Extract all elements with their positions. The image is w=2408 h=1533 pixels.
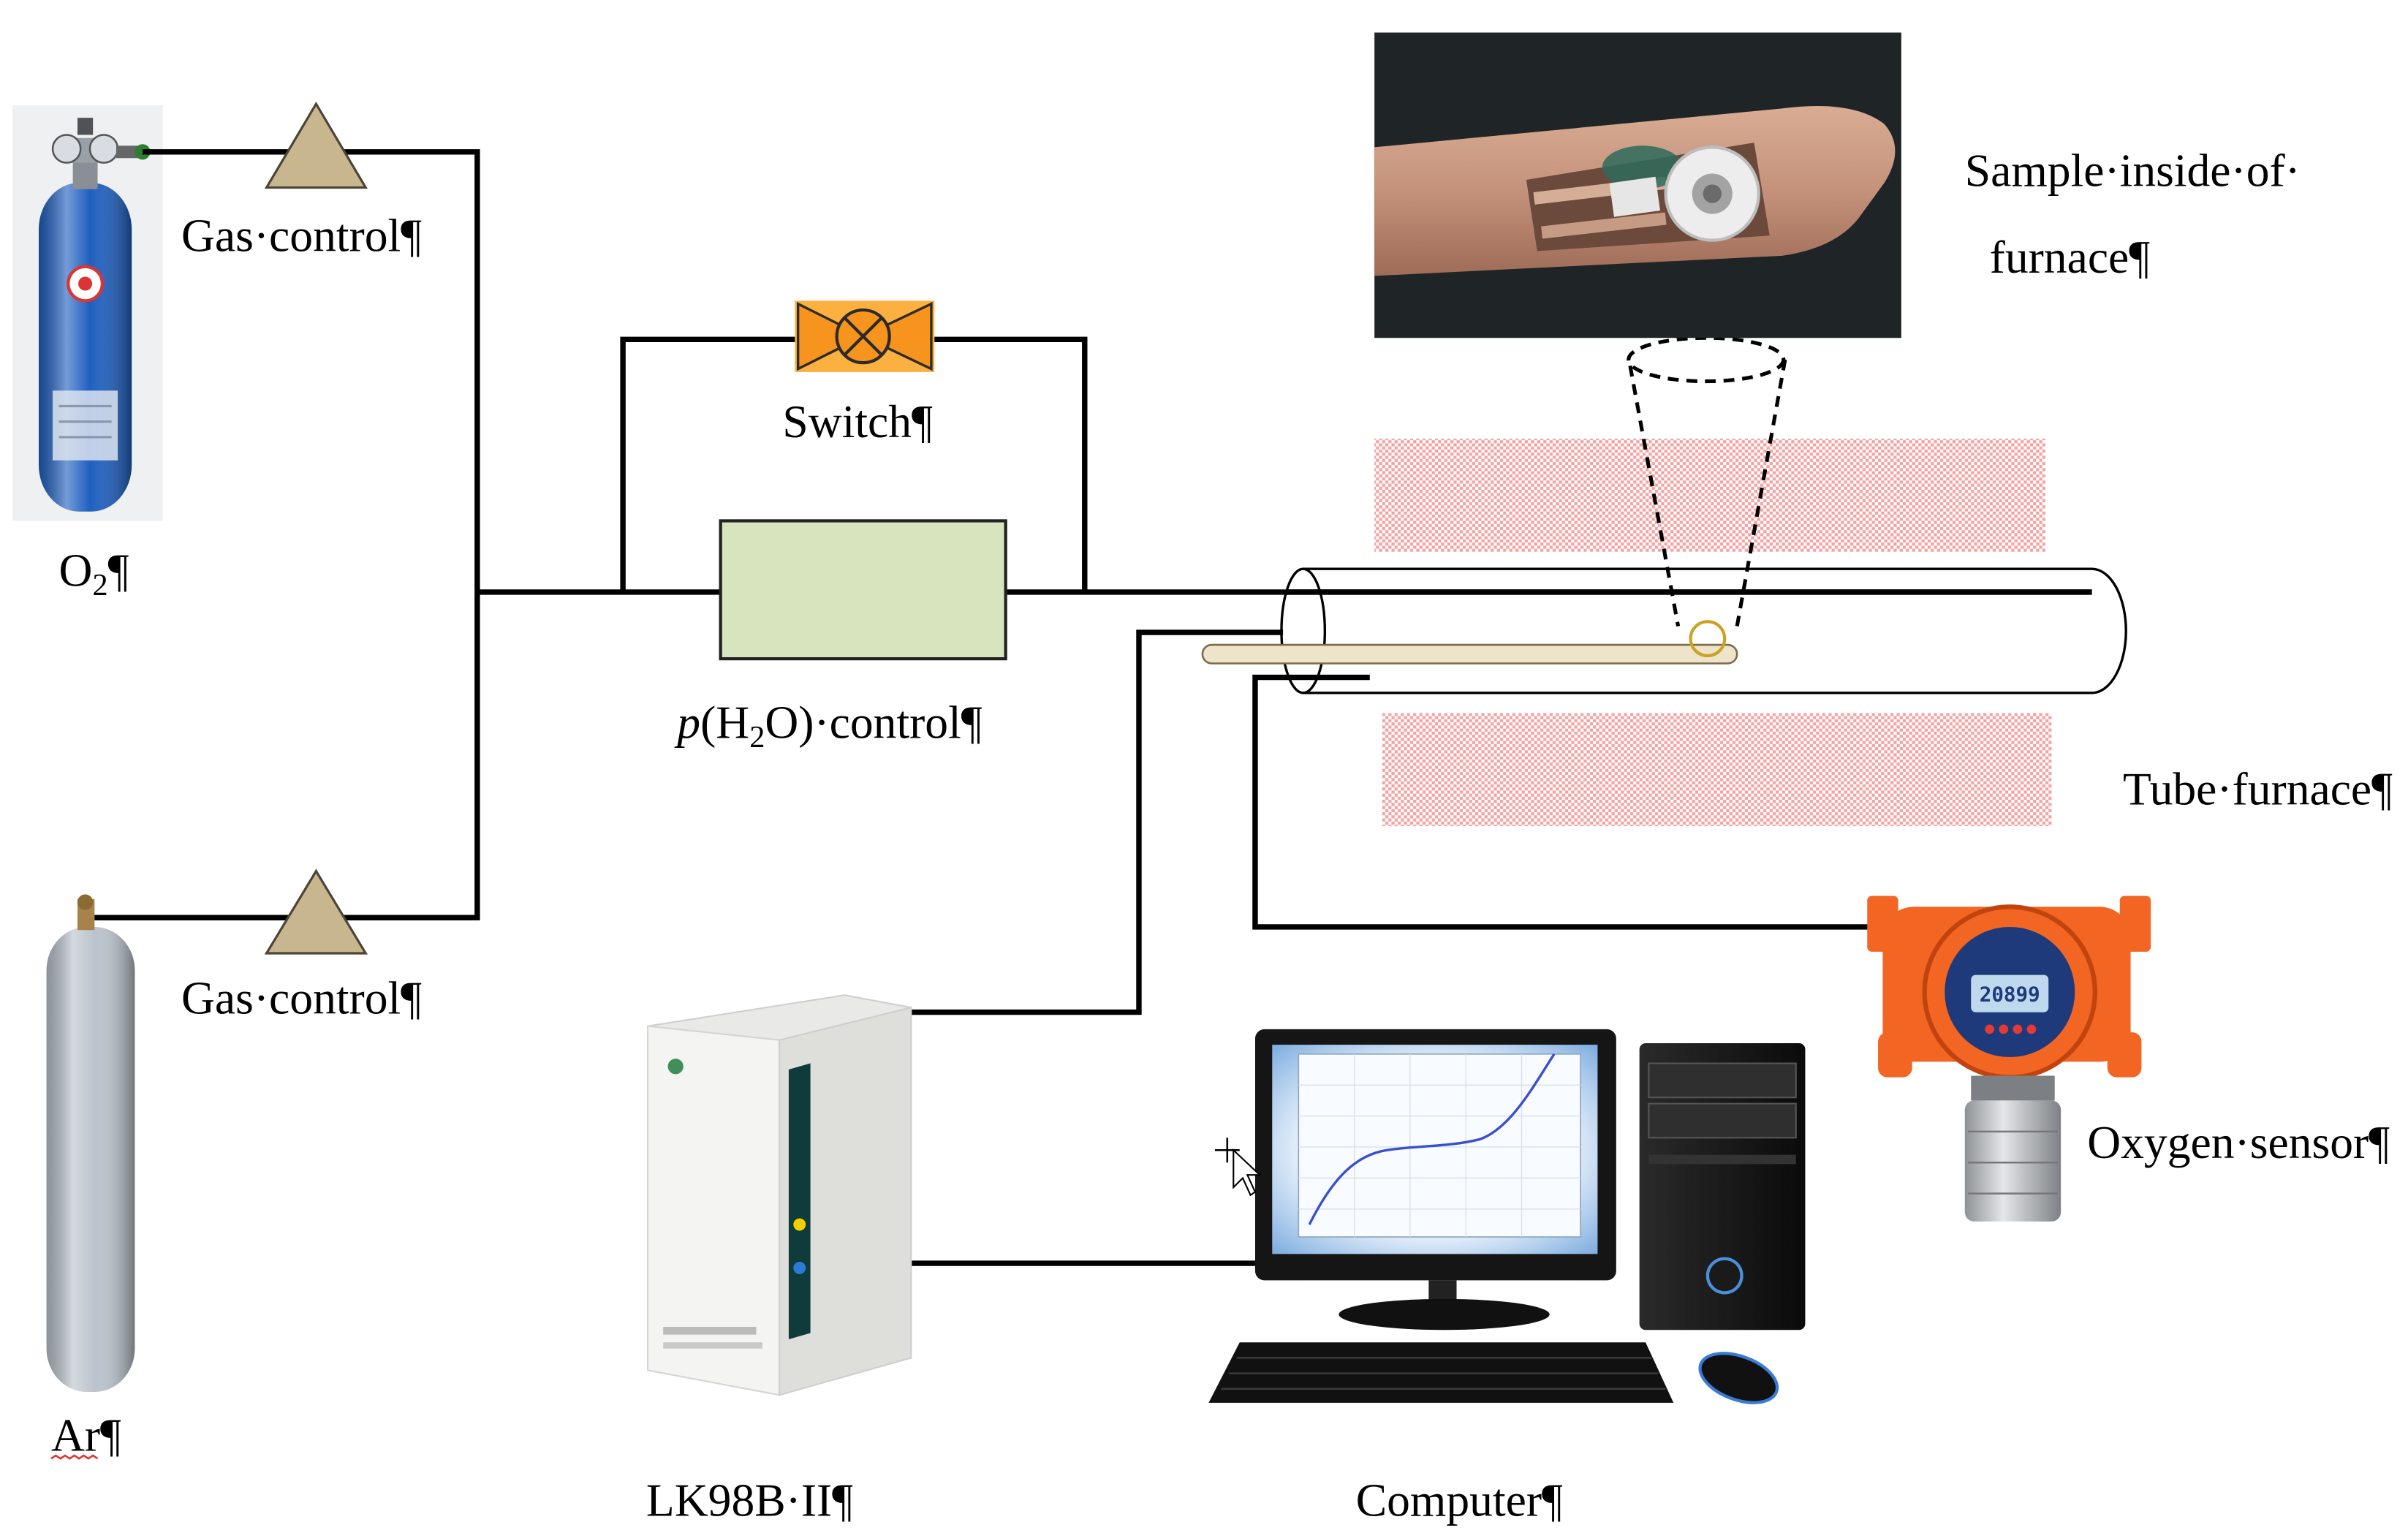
zoom-callout-line-right [1735,359,1787,627]
analyzer-nameplate [663,1342,762,1349]
oxygen-sensor-button [1985,1024,1995,1034]
gas-control-ar-label: Gas·control¶ [181,972,422,1024]
sample-holder-rod [1201,643,1738,665]
analyzer-nameplate [663,1326,757,1335]
oxygen-sensor-probe [1964,1100,2061,1222]
sample-photo-spacer [1609,176,1661,217]
analyzer-logo-icon [667,1059,684,1075]
o2-pressure-gauge-icon [51,134,82,164]
sample-photo-caption-line2-text: furnace¶ [1990,231,2151,283]
tube-furnace-label-text: Tube·furnace¶ [2123,762,2393,814]
ar-label-symbol: Ar [51,1409,100,1461]
analyzer-panel-strip [788,1063,811,1339]
oxygen-sensor-button [1999,1024,2009,1034]
switch-label-text: Switch¶ [782,395,933,447]
sensor-exhaust-line [1252,674,1871,930]
ar-label: Ar¶ [51,1409,121,1461]
switch-valve-cross [843,317,883,357]
gas-control-ar-label-text: Gas·control¶ [181,972,422,1024]
monitor-plot-curve [1308,1053,1556,1225]
zoom-callout-line-left [1628,365,1681,627]
humidity-control-label-subscript: 2 [749,720,765,754]
zoom-callout-ellipse [1627,336,1786,384]
tube-furnace-label: Tube·furnace¶ [2123,762,2393,814]
ar-label-tail: ¶ [100,1409,121,1461]
oxygen-sensor-fitting-collar [1971,1075,2055,1101]
humidity-control-label: p(H2O)·control¶ [674,696,982,754]
sample-photo-inner-rod [1541,212,1667,239]
switch-valve-icon [795,300,935,372]
furnace-tube-body [1303,567,2127,694]
oxygen-sensor-button [2026,1024,2037,1034]
power-button-icon [1705,1257,1743,1295]
oxygen-sensor-button [2013,1024,2023,1034]
humidity-control-box [719,519,1007,661]
humidity-control-label-open: (H [700,696,749,748]
ar-cylinder-shading [46,926,135,1393]
gas-control-ar-triangle-icon [264,868,368,955]
ar-cylinder-valve-cap [77,894,94,910]
gas-control-o2-label: Gas·control¶ [181,209,422,261]
ar-spellcheck-underline [50,1454,99,1460]
analyzer-indicator-blue [793,1261,806,1274]
heater-top [1374,439,2045,552]
oxygen-sensor-display [1971,974,2049,1012]
o2-outlet-pipe [116,145,140,159]
switch-bypass-line-right [934,336,1088,592]
o2-cylinder-emblem-center [78,276,93,291]
gas-control-o2-label-text: Gas·control¶ [181,209,422,261]
analyzer-side-face [779,1006,912,1396]
o2-label: O2¶ [59,544,129,602]
cursor-icon [1214,1138,1262,1197]
computer-label-text: Computer¶ [1356,1475,1563,1526]
oxygen-sensor-label-text: Oxygen·sensor¶ [2087,1116,2390,1168]
switch-bypass-line-left [620,336,795,592]
ar-cylinder [46,894,135,1393]
analyzer-label-text: LK98B·II¶ [646,1475,853,1526]
computer-label: Computer¶ [1356,1475,1563,1526]
oxygen-sensor-label: Oxygen·sensor¶ [2087,1116,2390,1168]
heater-bottom [1382,713,2052,827]
pc-tower-drive-bay [1648,1062,1797,1099]
o2-pressure-gauge-icon [88,134,119,164]
oxygen-sensor: 20899 [1867,896,2151,1222]
o2-cylinder-label-band [53,390,118,461]
switch-valve-right-wedge [860,301,933,371]
o2-label-subscript: 2 [92,568,107,602]
furnace-tube-opening [1280,567,1327,694]
sample-photo-caption-line1-text: Sample·inside·of· [1965,144,2301,196]
tube-furnace [1201,439,2127,827]
computer [1208,1029,1806,1404]
switch-label: Switch¶ [782,395,933,447]
lk98b-analyzer [646,994,912,1396]
humidity-control-label-rest: O)·control¶ [765,696,982,748]
monitor-stand-base [1339,1298,1550,1331]
analyzer-sampling-line [909,629,1284,1015]
sample-photo-caption-line1: Sample·inside·of· [1965,144,2301,196]
sample-photo-caption-line2: furnace¶ [1990,231,2151,283]
analyzer-label: LK98B·II¶ [646,1475,853,1526]
humidity-control-label-italic: p [674,696,700,748]
oxygen-sensor-display-value: 20899 [1980,983,2040,1007]
o2-cylinder-neck [72,161,98,189]
oxygen-sensor-display-value-text: 20899 [1980,983,2040,1007]
o2-label-symbol: O [59,544,93,596]
pc-tower-slot [1648,1154,1796,1165]
analyzer-front-face [646,1025,781,1396]
o2-regulator-knob [77,118,94,135]
sample-photo [1374,32,1901,338]
cursor-arrow [1233,1148,1262,1197]
analyzer-indicator-yellow [793,1218,806,1231]
sample-photo-sample-center [1703,184,1722,203]
o2-cylinder [12,105,163,521]
sample-photo-corrosion [1602,145,1683,189]
pc-tower-drive-bay [1648,1102,1797,1139]
o2-cylinder-shading [38,183,132,512]
o2-label-tail: ¶ [108,544,129,596]
sample-position-marker [1689,620,1727,658]
gas-control-o2-triangle-icon [264,101,368,189]
mouse-icon [1698,1352,1779,1404]
switch-valve-left-wedge [796,301,866,371]
